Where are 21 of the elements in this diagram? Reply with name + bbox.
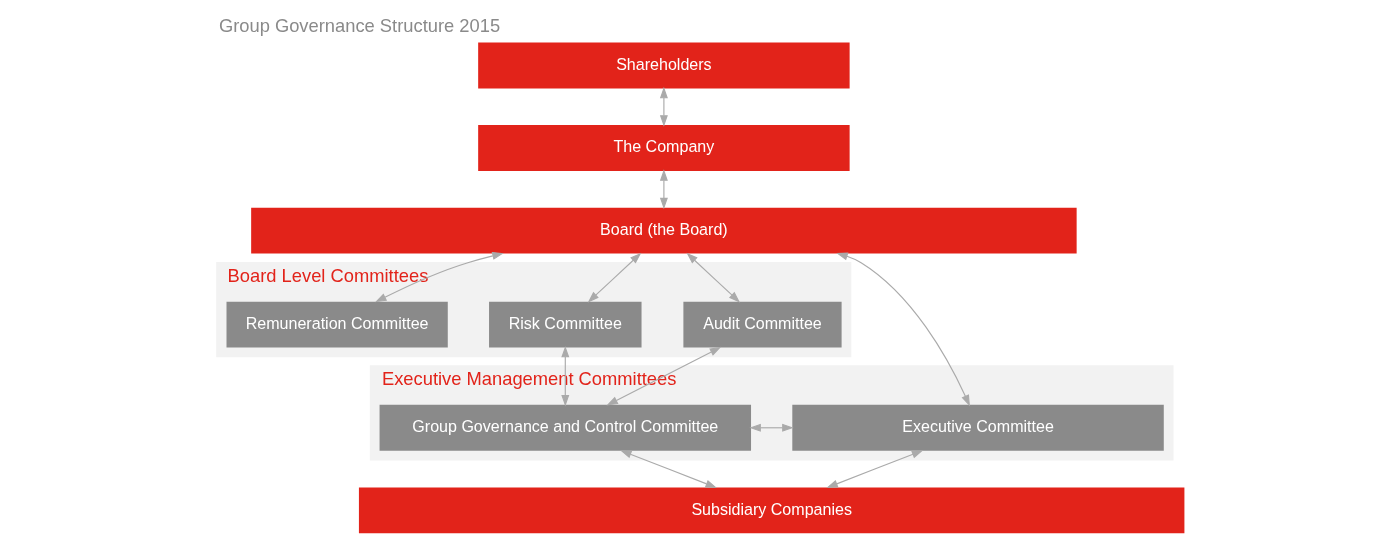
node-box: Risk Committee <box>489 301 642 348</box>
diagram-title: Group Governance Structure 2015 <box>218 15 501 36</box>
node-box: Board (the Board) <box>251 207 1077 254</box>
arrow <box>659 86 668 127</box>
arrow <box>620 450 717 488</box>
arrow <box>606 346 722 406</box>
node-box: Group Governance and Control Committee <box>379 404 752 451</box>
node-box: Executive Committee <box>792 404 1164 451</box>
arrow <box>561 345 570 407</box>
arrow <box>375 251 504 303</box>
arrow <box>836 252 970 407</box>
node-box: Shareholders <box>478 42 850 89</box>
arrow <box>587 252 642 303</box>
arrow <box>749 423 794 432</box>
arrow <box>659 169 668 210</box>
node-box: Remuneration Committee <box>226 301 448 348</box>
node-box: Audit Committee <box>683 301 842 348</box>
node-box: Subsidiary Companies <box>358 487 1185 534</box>
node-box: The Company <box>478 125 850 171</box>
arrow <box>826 450 924 488</box>
arrow <box>686 252 741 303</box>
